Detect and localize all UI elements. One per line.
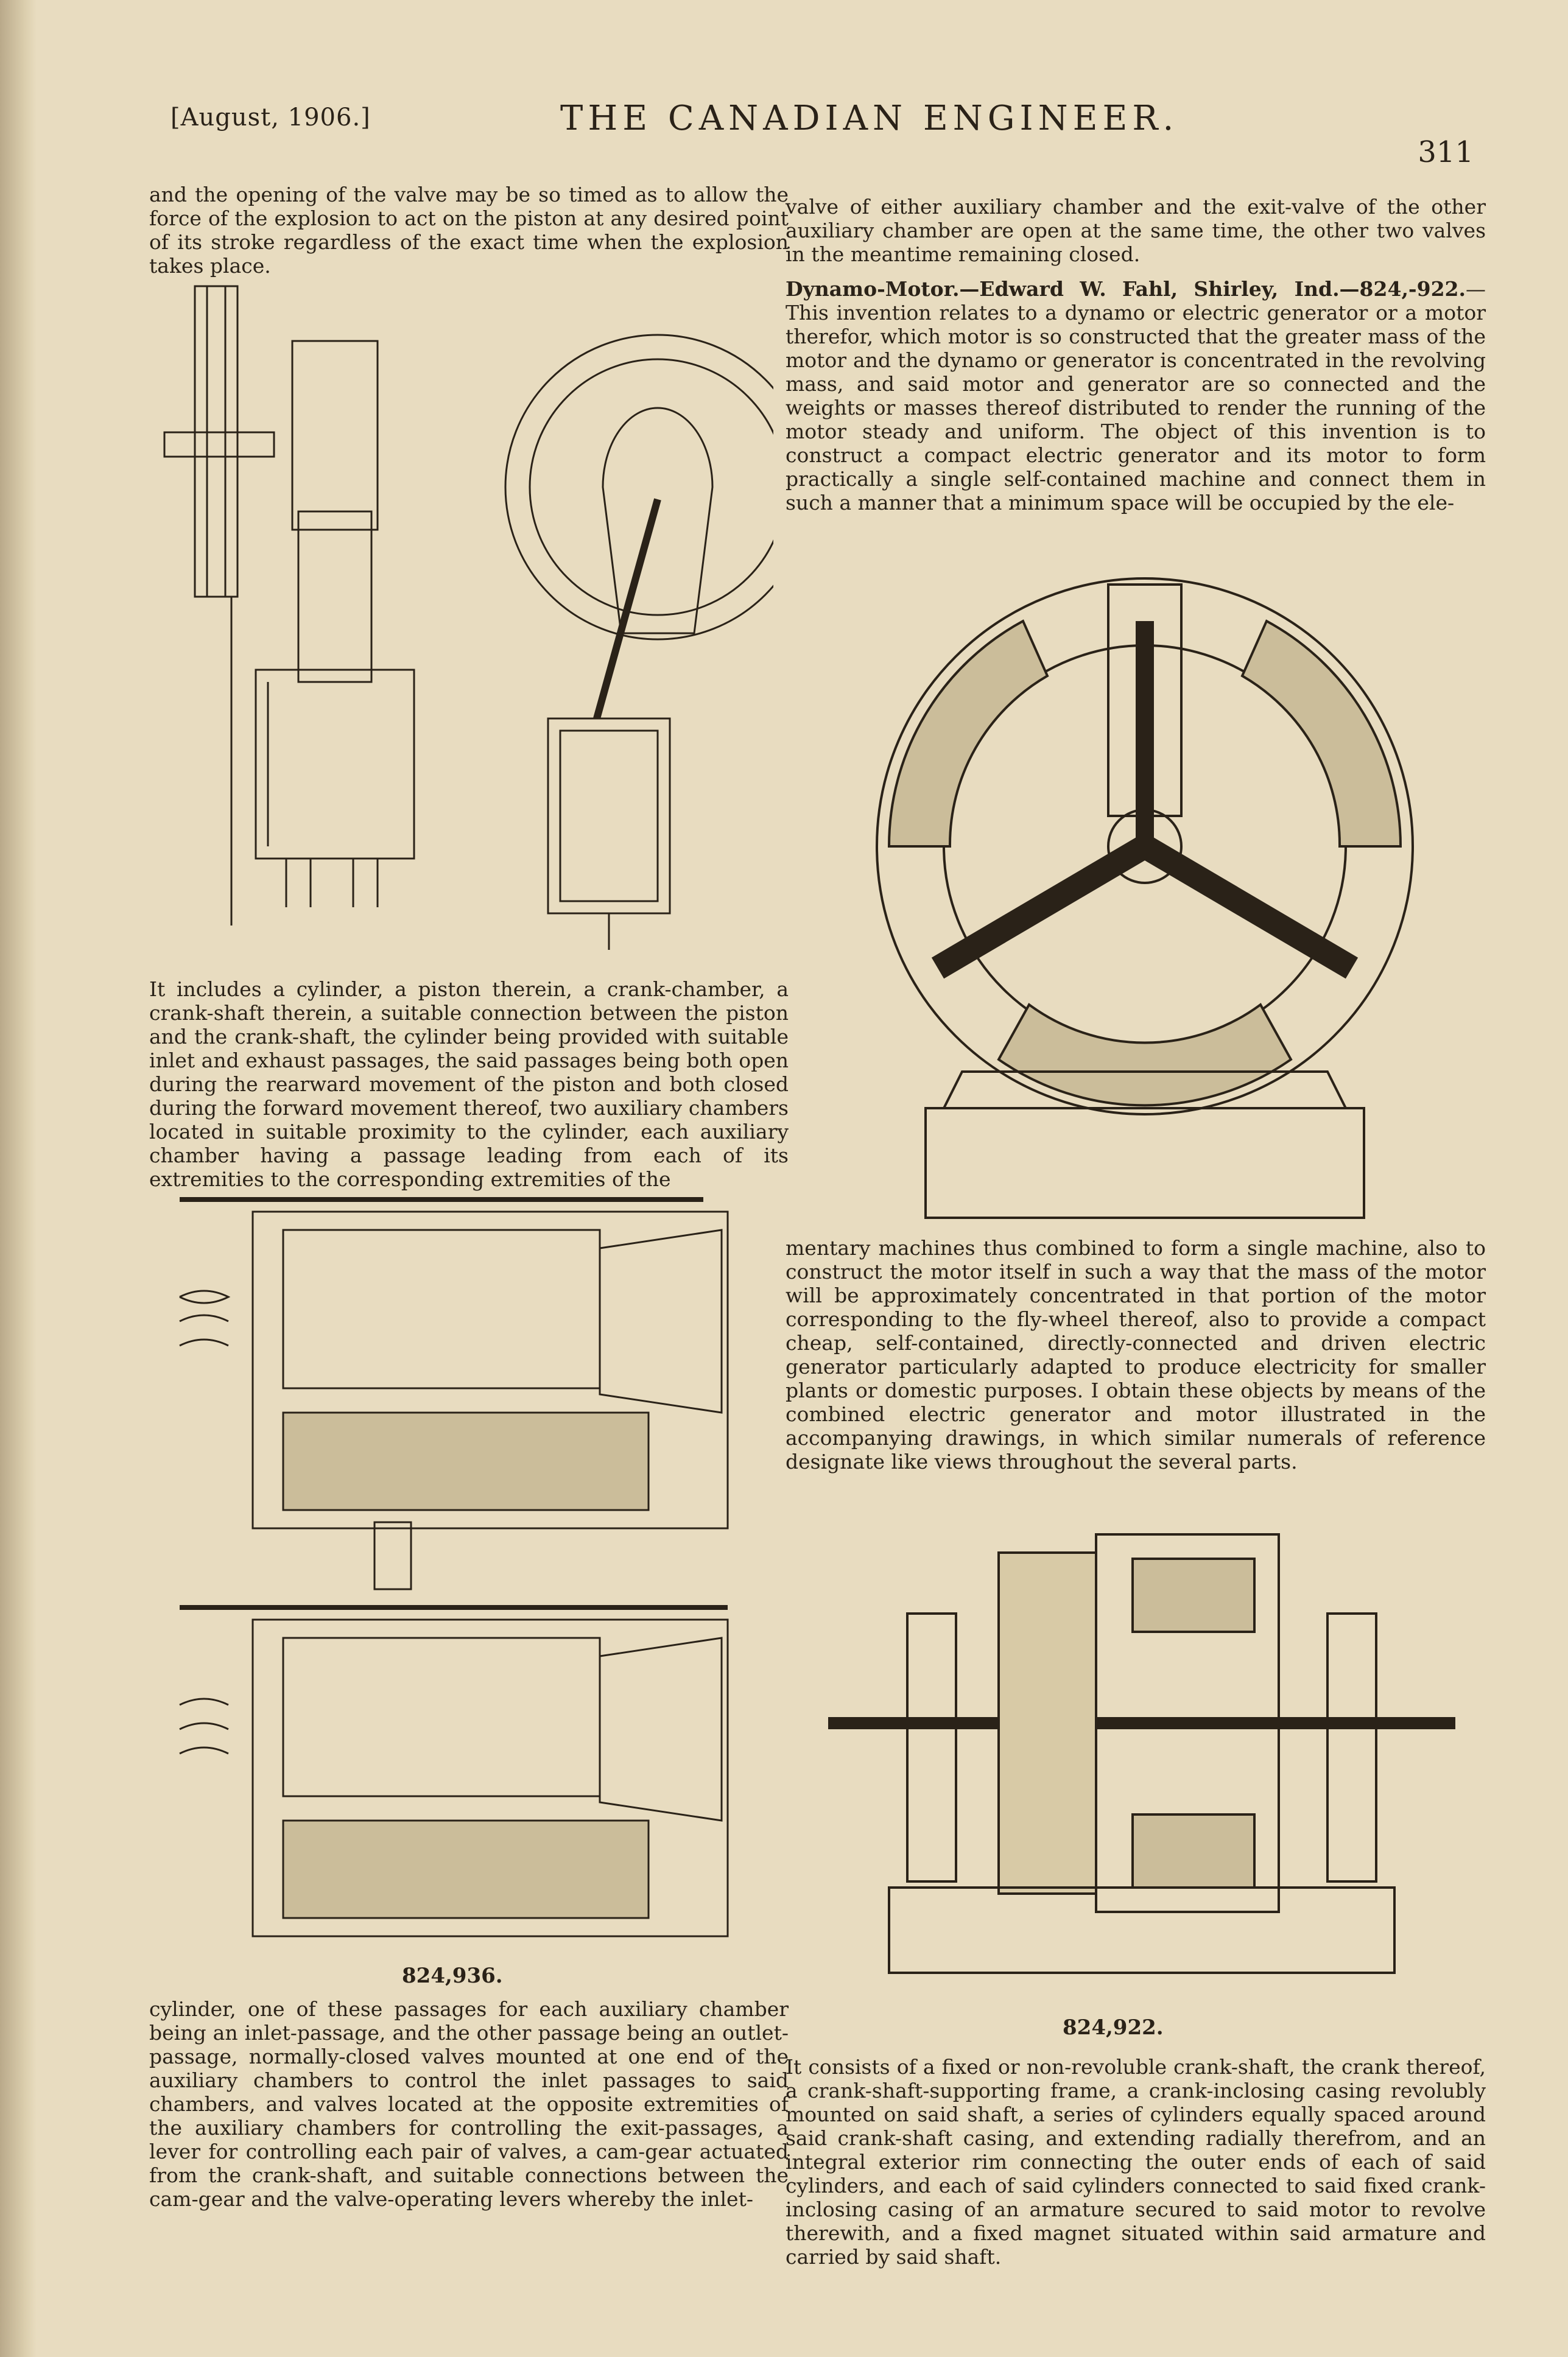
dynamo-wheel-figure: [840, 548, 1449, 1230]
right-figure-number: 824,922.: [1063, 2015, 1164, 2040]
header-date: [August, 1906.]: [171, 104, 371, 132]
engine-figure-sections: [143, 1181, 789, 1948]
article-body-start: —This invention relates to a dynamo or e…: [786, 277, 1486, 515]
header-page-number: 311: [1418, 135, 1474, 169]
page-binding-shadow: [0, 0, 37, 2357]
left-intro-text: and the opening of the valve may be so t…: [149, 183, 789, 278]
page-header: [August, 1906.] THE CANADIAN ENGINEER. 3…: [171, 99, 1474, 170]
left-figure-number: 824,936.: [402, 1964, 503, 1988]
header-title: THE CANADIAN ENGINEER.: [560, 99, 1179, 138]
right-bottom-text: It consists of a fixed or non-revoluble …: [786, 2055, 1486, 2269]
article-heading: Dynamo-Motor.—Edward W. Fahl, Shirley, I…: [786, 277, 1466, 301]
dynamo-section-figure: [816, 1498, 1468, 1997]
right-middle-text: mentary machines thus combined to form a…: [786, 1236, 1486, 1474]
left-bottom-text: cylinder, one of these passages for each…: [149, 1997, 789, 2211]
engine-figure-elevation: [152, 280, 773, 956]
right-intro-text: valve of either auxiliary chamber and th…: [786, 195, 1486, 266]
right-heading-text: Dynamo-Motor.—Edward W. Fahl, Shirley, I…: [786, 277, 1486, 515]
left-middle-text: It includes a cylinder, a piston therein…: [149, 977, 789, 1191]
